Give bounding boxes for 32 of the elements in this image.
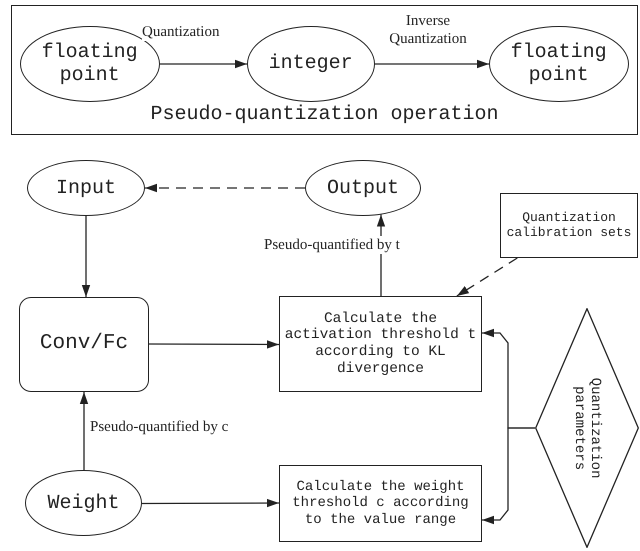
arrow <box>456 257 518 297</box>
node-label: Quantization calibration sets <box>506 210 632 240</box>
node-label: Output <box>326 176 399 200</box>
arrow <box>82 216 90 297</box>
node-label: Conv/Fc <box>40 332 128 357</box>
process-box <box>279 296 482 392</box>
arrow <box>375 60 489 68</box>
ellipse-node <box>305 160 421 216</box>
process-box <box>279 465 482 542</box>
process-box <box>500 193 638 258</box>
edge-label: Pseudo-quantified by t <box>264 236 400 254</box>
arrow <box>145 184 305 192</box>
ellipse-node <box>25 470 142 536</box>
node-label: Calculate the activation threshold t according to KL divergence <box>284 310 478 378</box>
edge-label: Pseudo-quantified by c <box>90 418 228 436</box>
edge-label: Quantization <box>142 23 220 41</box>
node-label: floating point <box>510 40 608 87</box>
arrow <box>160 60 247 68</box>
arrow <box>482 427 535 524</box>
node-label: Weight <box>47 492 120 514</box>
node-label: Quantization parameters <box>570 376 604 480</box>
arrow <box>149 340 279 349</box>
node-label: Calculate the weight threshold c according to the value range <box>291 479 470 528</box>
process-box <box>19 297 149 392</box>
ellipse-node <box>27 160 145 216</box>
node-label: Pseudo-quantization operation <box>150 103 499 126</box>
node-label: Input <box>56 176 116 200</box>
node-label: integer <box>268 52 353 76</box>
ellipse-node <box>488 26 629 102</box>
node-label: floating point <box>40 40 139 87</box>
arrow <box>142 498 279 508</box>
arrow <box>80 392 88 470</box>
